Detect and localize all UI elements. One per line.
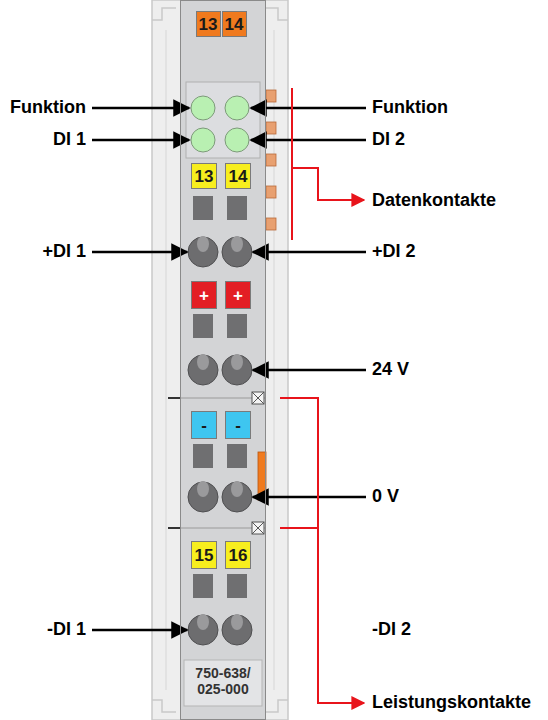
housing-rail xyxy=(166,30,167,690)
signal-label: -DI 2 xyxy=(372,620,411,640)
terminal-marker: 14 xyxy=(222,11,247,37)
contact-group-label: Leistungskontakte xyxy=(372,693,531,713)
terminal-number: 16 xyxy=(229,547,248,564)
contact-group-label: Datenkontakte xyxy=(372,191,496,211)
contact-brackets xyxy=(280,88,364,703)
signal-label: -DI 1 xyxy=(47,620,86,640)
signal-label: DI 2 xyxy=(372,130,405,150)
section-tick xyxy=(168,527,180,529)
signal-label: DI 1 xyxy=(53,130,86,150)
terminal-number: 13 xyxy=(195,168,214,185)
terminal-slots xyxy=(197,236,243,630)
terminal-number: + xyxy=(199,287,209,304)
terminal-marker: 16 xyxy=(225,541,251,569)
clamp-terminals xyxy=(188,237,252,645)
power-jumper xyxy=(258,452,266,500)
led-panel xyxy=(186,82,260,158)
terminal-number: 14 xyxy=(229,168,248,185)
terminal-group xyxy=(188,196,252,645)
terminal-marker: - xyxy=(191,411,217,439)
io-module: 750-638/ 025-000 13 14 13 14 + + - - 15 16 xyxy=(180,0,266,720)
terminal-number: 15 xyxy=(195,547,214,564)
terminal-marker: 13 xyxy=(191,163,217,189)
terminal-number: + xyxy=(233,287,243,304)
terminal-marker: + xyxy=(225,281,251,309)
signal-label: Funktion xyxy=(372,98,448,118)
signal-label: 24 V xyxy=(372,360,409,380)
data-contacts xyxy=(266,90,276,230)
terminal-number: 14 xyxy=(225,16,244,33)
power-contact-cross xyxy=(252,392,264,534)
terminal-number: - xyxy=(201,417,207,434)
signal-label: +DI 2 xyxy=(372,242,416,262)
terminal-number: - xyxy=(235,417,241,434)
model-number: 750-638/ 025-000 xyxy=(181,665,265,697)
status-leds xyxy=(191,96,249,152)
leader-arrows xyxy=(92,108,366,630)
signal-label: 0 V xyxy=(372,487,399,507)
power-contact-boxes xyxy=(252,392,264,534)
terminal-marker: + xyxy=(191,281,217,309)
terminal-marker: 14 xyxy=(225,163,251,189)
terminal-marker: - xyxy=(225,411,251,439)
section-tick xyxy=(168,397,180,399)
terminal-number: 13 xyxy=(199,16,218,33)
terminal-marker: 15 xyxy=(191,541,217,569)
signal-label: +DI 1 xyxy=(42,242,86,262)
terminal-marker: 13 xyxy=(196,11,221,37)
signal-label: Funktion xyxy=(10,98,86,118)
